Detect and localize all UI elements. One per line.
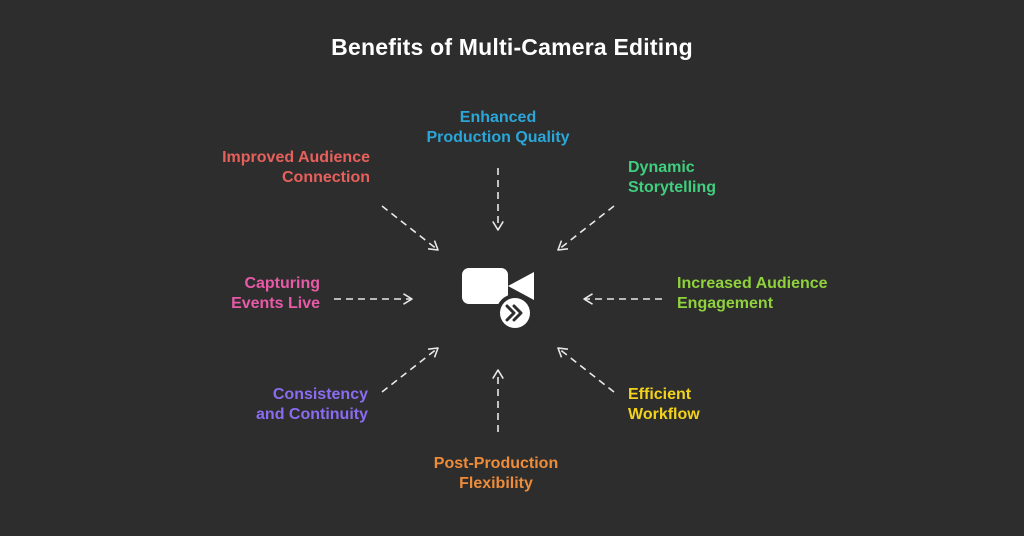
arrow-br-head — [557, 347, 569, 358]
benefit-increased-audience-engagement: Increased Audience Engagement — [677, 274, 897, 314]
benefit-line: Post-Production — [433, 455, 559, 472]
arrow-l-head — [403, 293, 413, 305]
video-camera-fast-forward-icon — [462, 268, 534, 332]
camera-body — [462, 268, 508, 304]
benefit-line: Improved Audience — [222, 149, 370, 166]
benefit-line: Increased Audience — [677, 275, 828, 292]
benefit-improved-audience-connection: Improved Audience Connection — [170, 148, 370, 188]
arrow-bot-head — [492, 369, 504, 379]
arrow-r-head — [583, 293, 593, 305]
benefit-line: Storytelling — [628, 179, 717, 196]
benefit-line: Engagement — [677, 295, 774, 312]
benefit-line: Connection — [282, 169, 370, 186]
arrows-group — [334, 168, 662, 432]
arrow-tr-line — [557, 205, 615, 251]
benefit-post-production-flexibility: Post-Production Flexibility — [396, 454, 596, 494]
benefit-enhanced-production-quality: Enhanced Production Quality — [398, 108, 598, 148]
arrow-bl-head — [427, 347, 439, 358]
benefit-line: Events Live — [231, 295, 320, 312]
benefit-line: and Continuity — [256, 406, 368, 423]
arrow-top-head — [492, 221, 504, 231]
diagram-title: Benefits of Multi-Camera Editing — [331, 34, 693, 60]
benefit-line: Flexibility — [459, 475, 533, 492]
benefit-dynamic-storytelling: Dynamic Storytelling — [628, 158, 828, 198]
arrow-br-line — [557, 347, 615, 393]
benefit-line: Workflow — [628, 406, 700, 423]
benefit-line: Efficient — [628, 386, 692, 403]
arrow-bl-line — [381, 347, 439, 393]
benefit-consistency-and-continuity: Consistency and Continuity — [168, 385, 368, 425]
fast-forward-glyph — [505, 304, 523, 322]
arrow-tl-head — [427, 240, 439, 251]
benefit-line: Dynamic — [628, 159, 695, 176]
benefit-line: Capturing — [244, 275, 320, 292]
benefit-efficient-workflow: Efficient Workflow — [628, 385, 828, 425]
benefit-line: Enhanced — [459, 109, 537, 126]
benefit-line: Production Quality — [426, 129, 570, 146]
camera-lens — [508, 272, 534, 300]
benefit-capturing-events-live: Capturing Events Live — [120, 274, 320, 314]
arrow-tr-head — [557, 240, 569, 251]
benefit-line: Consistency — [272, 386, 368, 403]
arrow-tl-line — [381, 205, 439, 251]
